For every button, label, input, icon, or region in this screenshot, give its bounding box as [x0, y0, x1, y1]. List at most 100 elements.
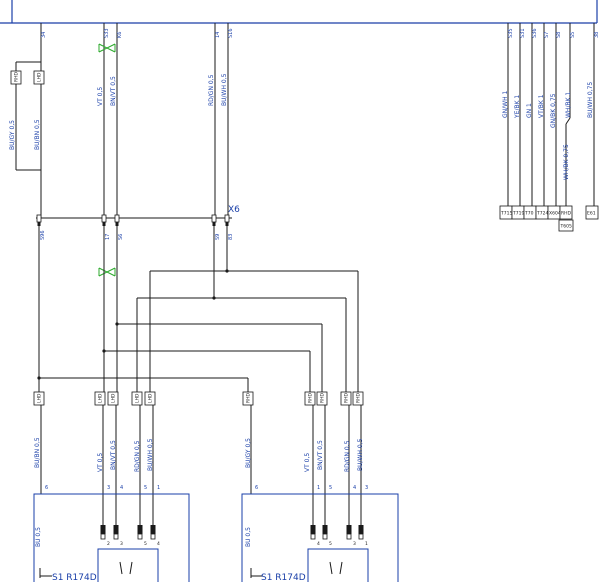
inner-pin-number: 4: [317, 541, 320, 547]
inner-pin-number: 1: [365, 541, 368, 547]
twist-mark-mid: [98, 267, 116, 277]
x6-pin: 83: [224, 214, 234, 240]
right-connector-pin: T724: [535, 205, 548, 220]
wire-label: GN/BK 0,75: [550, 93, 557, 128]
wire-label: BU 0,5: [35, 527, 42, 547]
x6-pin: 17: [101, 214, 111, 240]
variant-box-label: RHD: [320, 392, 326, 403]
wire-label: BN/VT 0,5: [110, 440, 117, 470]
x6-pin: S6: [114, 214, 124, 240]
wire-label: BU/GY 0,5: [9, 120, 16, 150]
wire-label: VT/BK 1: [538, 94, 545, 118]
inner-switch-left: [97, 548, 159, 582]
wire-label: YE/BK 1: [514, 95, 521, 119]
variant-box-label: RHD: [308, 392, 314, 403]
variant-box-label: LHD: [111, 393, 117, 403]
wire-label: BU/WH 0,75: [587, 82, 594, 118]
right-connector-pin: T715: [499, 205, 512, 220]
x6-pin: S96: [36, 214, 46, 240]
module-pin-number: 3: [365, 485, 368, 491]
inner-pin-number: 5: [144, 541, 147, 547]
variant-box: RHD: [352, 391, 364, 406]
variant-box: RHD: [242, 391, 254, 406]
switch-symbol-left: [119, 561, 133, 575]
right-connector-pin-label: RHD: [561, 211, 572, 217]
inner-pin-number: 2: [107, 541, 110, 547]
wire-label: BN/VT 0,5: [317, 440, 324, 470]
module-pin-number: 3: [107, 485, 110, 491]
top-pin-label: S8: [556, 32, 562, 38]
inner-pin: 3: [346, 525, 356, 547]
module-pin-number: 1: [157, 485, 160, 491]
top-pin-label: 38: [594, 32, 600, 38]
right-connector-pin: T719: [511, 205, 524, 220]
x6-pin-number: 17: [105, 234, 111, 240]
variant-box: RHD: [316, 391, 328, 406]
variant-box-label: RHD: [356, 392, 362, 403]
inner-pin: 5: [322, 525, 332, 547]
junction-dots: [37, 269, 229, 380]
top-pin-label: S36: [532, 28, 538, 38]
variant-box-label: LHD: [98, 393, 104, 403]
sub-box-frame: [558, 219, 574, 232]
top-pin-label: S16: [228, 28, 234, 38]
inner-pin: 4: [310, 525, 320, 547]
variant-box-label: RHD: [246, 392, 252, 403]
wire-label: WH/BK 1: [565, 92, 572, 118]
variant-box-label: LHD: [135, 393, 141, 403]
module-frame-right: [241, 493, 399, 582]
wire-label: BU/GY 0,5: [245, 438, 252, 468]
module-pin-number: 4: [120, 485, 123, 491]
variant-box: LHD: [107, 391, 119, 406]
variant-box-label: RHD: [14, 71, 20, 82]
x6-pin: S9: [211, 214, 221, 240]
variant-box: RHD: [340, 391, 352, 406]
inner-pin: 3: [113, 525, 123, 547]
variant-box: LHD: [94, 391, 106, 406]
module-pin-number: 1: [317, 485, 320, 491]
inner-pin: 1: [358, 525, 368, 547]
twist-mark-top: [98, 43, 116, 53]
right-connector-pin-label: E61: [587, 211, 596, 217]
variant-box: RHD: [10, 70, 22, 85]
module-pin-number: 5: [144, 485, 147, 491]
right-connector-pin-label: T715: [500, 211, 512, 217]
module-name-right: S1 R174D: [261, 573, 306, 582]
inner-pin: 5: [137, 525, 147, 547]
variant-box-label: LHD: [37, 72, 43, 82]
module-pin-number: 6: [45, 485, 48, 491]
wire-label: BU/WH 0,5: [147, 438, 154, 471]
top-pin-label: 14: [215, 32, 221, 38]
variant-box: LHD: [33, 70, 45, 85]
right-connector-pin: T70: [523, 205, 537, 220]
right-connector-pin: RHD: [559, 205, 573, 220]
wire-label: VT 0,5: [97, 87, 104, 106]
variant-box: LHD: [144, 391, 156, 406]
right-connector-pin: E61: [585, 205, 599, 220]
top-pin-label: S35: [508, 28, 514, 38]
right-connector-pin-label: T70: [524, 211, 534, 217]
inner-pin-number: 3: [120, 541, 123, 547]
variant-box: LHD: [131, 391, 143, 406]
switch-symbol-right: [329, 561, 343, 575]
wire-label: RD/GN 0,5: [344, 440, 351, 472]
top-variant-boxes: RHD LHD: [10, 70, 45, 85]
lower-wires-right: [250, 405, 362, 525]
top-pin-label: S31: [520, 28, 526, 38]
wire-label: GN/WH 1: [502, 90, 509, 118]
wire-label: VT 0,5: [97, 453, 104, 472]
inner-switch-right: [307, 548, 369, 582]
right-wire-group: [507, 23, 595, 206]
module-pin-number: 4: [353, 485, 356, 491]
top-pin-label: K6: [117, 32, 123, 38]
right-connector-pin: X604: [547, 205, 561, 220]
module-pin-number: 6: [255, 485, 258, 491]
wire-label: WH/BK 0,75: [563, 144, 570, 180]
wire-label: BU/WH 0,5: [357, 438, 364, 471]
